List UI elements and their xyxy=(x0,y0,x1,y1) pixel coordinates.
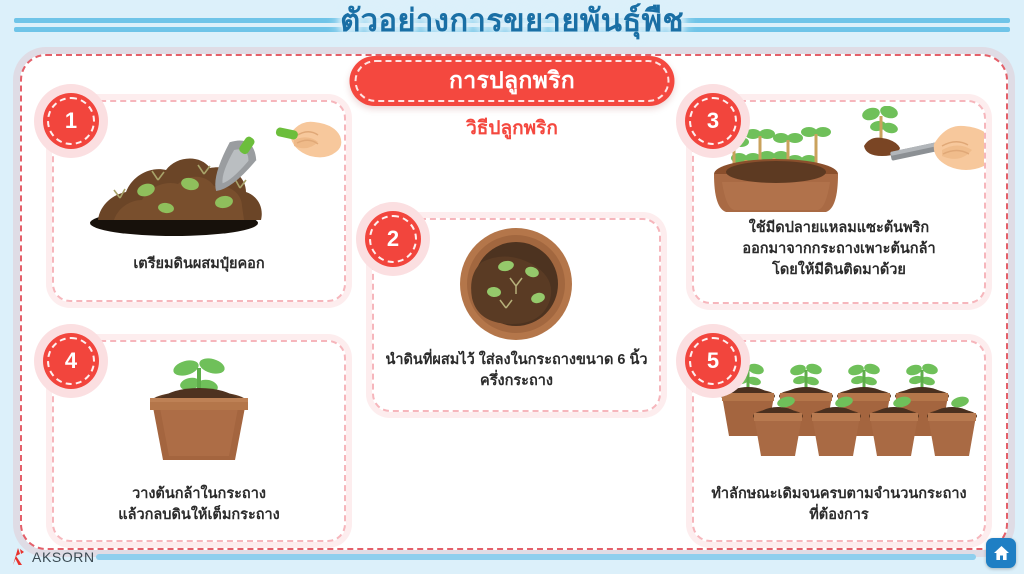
step-badge-5: 5 xyxy=(676,324,750,398)
step-card-2: นำดินที่ผสมไว้ ใส่ลงในกระถางขนาด 6 นิ้ว … xyxy=(372,218,661,412)
step-badge-4: 4 xyxy=(34,324,108,398)
page-title: ตัวอย่างการขยายพันธุ์พืช xyxy=(340,3,684,38)
step-caption-3: ใช้มีดปลายแหลมแซะต้นพริก ออกมาจากกระถางเ… xyxy=(742,220,936,278)
footer-rule xyxy=(96,554,976,560)
brand-name: AKSORN xyxy=(32,548,95,565)
step-caption-5: ทำลักษณะเดิมจนครบตามจำนวนกระถาง ที่ต้องก… xyxy=(711,486,967,523)
header-rule-bottom xyxy=(14,27,1010,32)
step-number-4: 4 xyxy=(64,348,78,373)
single-pot-with-seedling-illustration xyxy=(150,358,248,460)
step-card-4: วางต้นกล้าในกระถาง แล้วกลบดินให้เต็มกระถ… xyxy=(52,340,346,542)
step-badge-3: 3 xyxy=(676,84,750,158)
brand-logo: AKSORN xyxy=(10,547,95,566)
step-caption-4: วางต้นกล้าในกระถาง แล้วกลบดินให้เต็มกระถ… xyxy=(118,486,280,523)
home-button[interactable] xyxy=(986,538,1016,568)
step-number-3: 3 xyxy=(706,108,720,133)
soil-mound-with-trowel-illustration xyxy=(90,121,342,236)
step-badge-1: 1 xyxy=(34,84,108,158)
pot-top-view-illustration xyxy=(460,228,572,340)
step-number-2: 2 xyxy=(386,226,400,251)
step-caption-2: นำดินที่ผสมไว้ ใส่ลงในกระถางขนาด 6 นิ้ว … xyxy=(385,352,648,389)
home-icon xyxy=(993,546,1009,560)
header-rule-top xyxy=(14,18,1010,23)
aksorn-mark-icon xyxy=(13,548,24,565)
step-card-3: ใช้มีดปลายแหลมแซะต้นพริก ออกมาจากกระถางเ… xyxy=(692,100,986,304)
section-subtitle: วิธีปลูกพริก xyxy=(466,118,558,139)
step-number-5: 5 xyxy=(706,348,720,373)
step-number-1: 1 xyxy=(64,108,78,133)
seedling-tray-and-knife-illustration xyxy=(714,106,984,212)
section-banner-label: การปลูกพริก xyxy=(449,67,575,93)
header-rules xyxy=(14,16,1010,38)
eight-pots-illustration xyxy=(719,360,977,456)
section-banner: การปลูกพริก xyxy=(349,56,675,106)
step-caption-1: เตรียมดินผสมปุ๋ยคอก xyxy=(133,256,265,272)
step-badge-2: 2 xyxy=(356,202,430,276)
